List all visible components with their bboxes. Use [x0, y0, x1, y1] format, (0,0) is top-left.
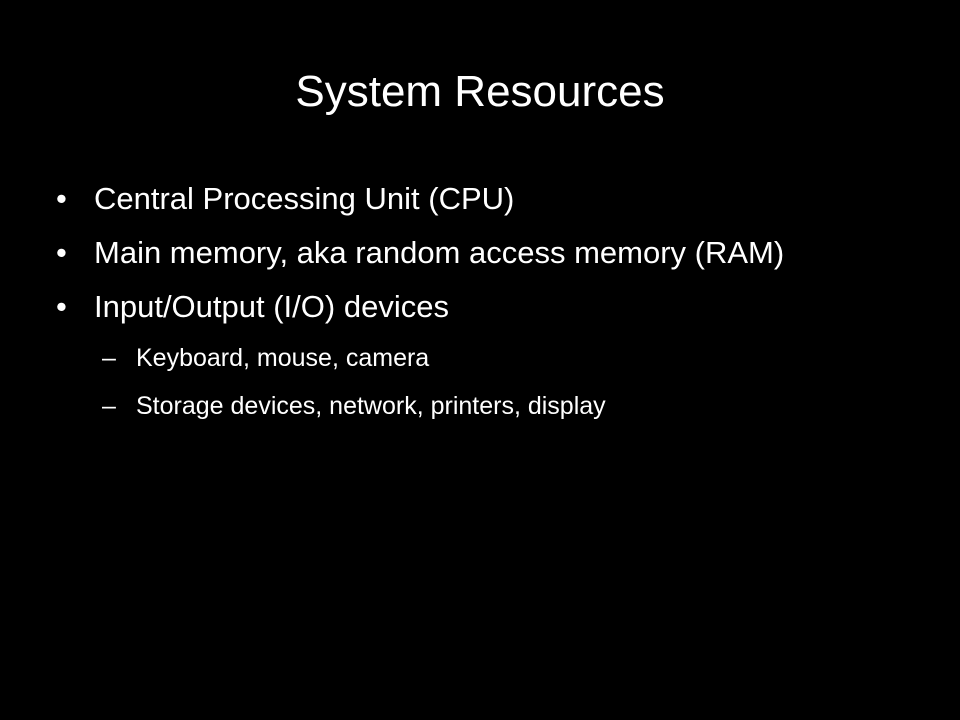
bullet-text: Central Processing Unit (CPU) [94, 181, 515, 216]
subbullet-item-input-devices: – Keyboard, mouse, camera [56, 342, 916, 374]
subbullet-text: Keyboard, mouse, camera [136, 344, 430, 372]
subbullet-text: Storage devices, network, printers, disp… [136, 392, 606, 420]
bullet-item-cpu: • Central Processing Unit (CPU) [56, 180, 916, 218]
slide-title: System Resources [295, 67, 665, 116]
bullet-marker: • [56, 181, 67, 216]
bullet-item-ram: • Main memory, aka random access memory … [56, 234, 916, 272]
bullet-list: • Central Processing Unit (CPU) • Main m… [56, 180, 916, 438]
bullet-text: Input/Output (I/O) devices [94, 289, 449, 324]
subbullet-marker: – [102, 392, 116, 420]
bullet-text: Main memory, aka random access memory (R… [94, 235, 785, 270]
bullet-marker: • [56, 235, 67, 270]
subbullet-marker: – [102, 344, 116, 372]
subbullet-item-output-devices: – Storage devices, network, printers, di… [56, 390, 916, 422]
bullet-item-io: • Input/Output (I/O) devices [56, 288, 916, 326]
bullet-marker: • [56, 289, 67, 324]
